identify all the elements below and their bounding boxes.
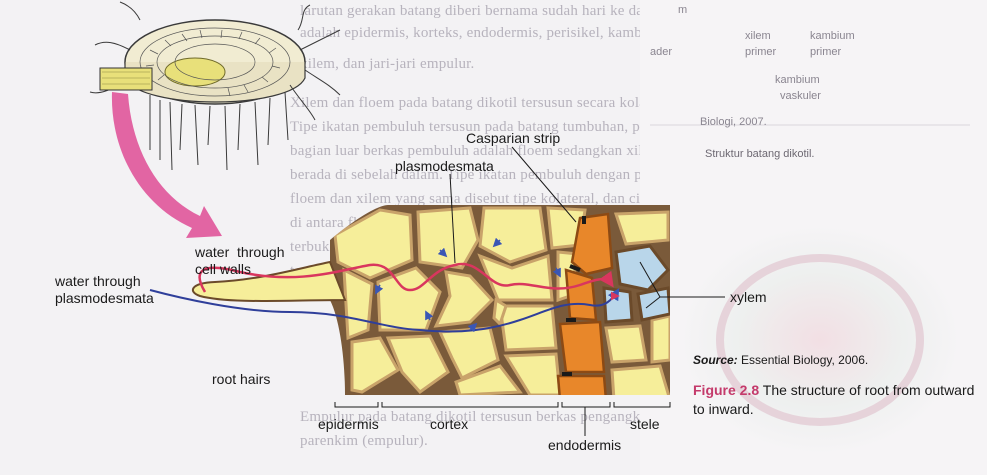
rp-text-1: m [678,4,688,16]
background-text-line: adalah epidermis, korteks, endodermis, p… [300,25,714,41]
rp-text-4: primer [745,46,777,58]
label-stele: stele [630,416,660,432]
background-text-line: Tipe ikatan pembuluh tersusun pada batan… [290,119,662,135]
root-center-stele [164,57,226,87]
background-text-line: parenkim (empulur). [300,433,428,449]
source-text: Essential Biology, 2006. [737,353,869,367]
water-cell-walls-path [198,262,614,293]
root-hair-cell [191,260,347,302]
background-text-line: larutan gerakan batang diberi bernama su… [300,3,667,19]
caption-text: The structure of root from outward to in… [693,382,975,417]
region-brackets [334,402,671,436]
rp-text-9: Biologi, 2007. [700,116,767,128]
label-endodermis: endodermis [548,437,622,453]
plasmodesmata-arrows [375,237,620,333]
casparian-strip-bands [562,216,586,376]
root-cross-section [89,1,341,171]
background-text-line: berada di sebelah dalam. Tipe ikatan pem… [290,167,690,183]
rp-text-7: kambium [775,74,820,86]
right-panel-decoration [650,124,970,455]
figure-number: Figure 2.8 [693,382,760,398]
leader-lines [449,146,725,309]
background-text-line: Xilem dan floem pada batang dikotil ters… [290,95,678,111]
water-plasmodesmata-path [149,287,620,333]
zoom-arrow [111,92,222,238]
label-water-through-cell-walls: water through cell walls [195,244,285,277]
background-text-line: Empulur pada batang dikotil tersusun ber… [300,409,679,425]
rp-text-2: xilem [745,30,771,42]
rp-text-8: vaskuler [780,90,821,102]
stele-cells [604,210,670,395]
zoom-box [99,67,153,91]
figure-caption: Figure 2.8 The structure of root from ou… [693,381,983,419]
rp-text-5: ader [650,46,673,58]
background-text-line: xilem, dan jari-jari empulur. [300,56,475,72]
tissue-block [330,205,670,395]
rp-text-10: Struktur batang dikotil. [705,148,815,160]
label-water-through-plasmodesmata: water through plasmodesmata [55,273,154,306]
label-epidermis: epidermis [318,416,379,432]
xylem-cells [602,244,670,324]
background-text-line: bagian luar berkas pembuluh adalah floem… [290,143,662,159]
label-plasmodesmata: plasmodesmata [395,158,494,174]
rp-text-3: kambium [810,30,855,42]
stem-ring-ghost [716,254,924,426]
cortex-cells [333,206,587,395]
label-xylem: xylem [730,289,767,305]
source-prefix: Source: [693,353,738,367]
label-casparian-strip: Casparian strip [466,130,561,146]
label-root-hairs: root hairs [212,371,271,387]
right-margin-panel: m xilem kambium primer ader primer kambi… [640,0,987,475]
rp-text-6: primer [810,46,842,58]
figure-source: Source: Essential Biology, 2006. [693,353,868,367]
label-cortex: cortex [430,416,469,432]
